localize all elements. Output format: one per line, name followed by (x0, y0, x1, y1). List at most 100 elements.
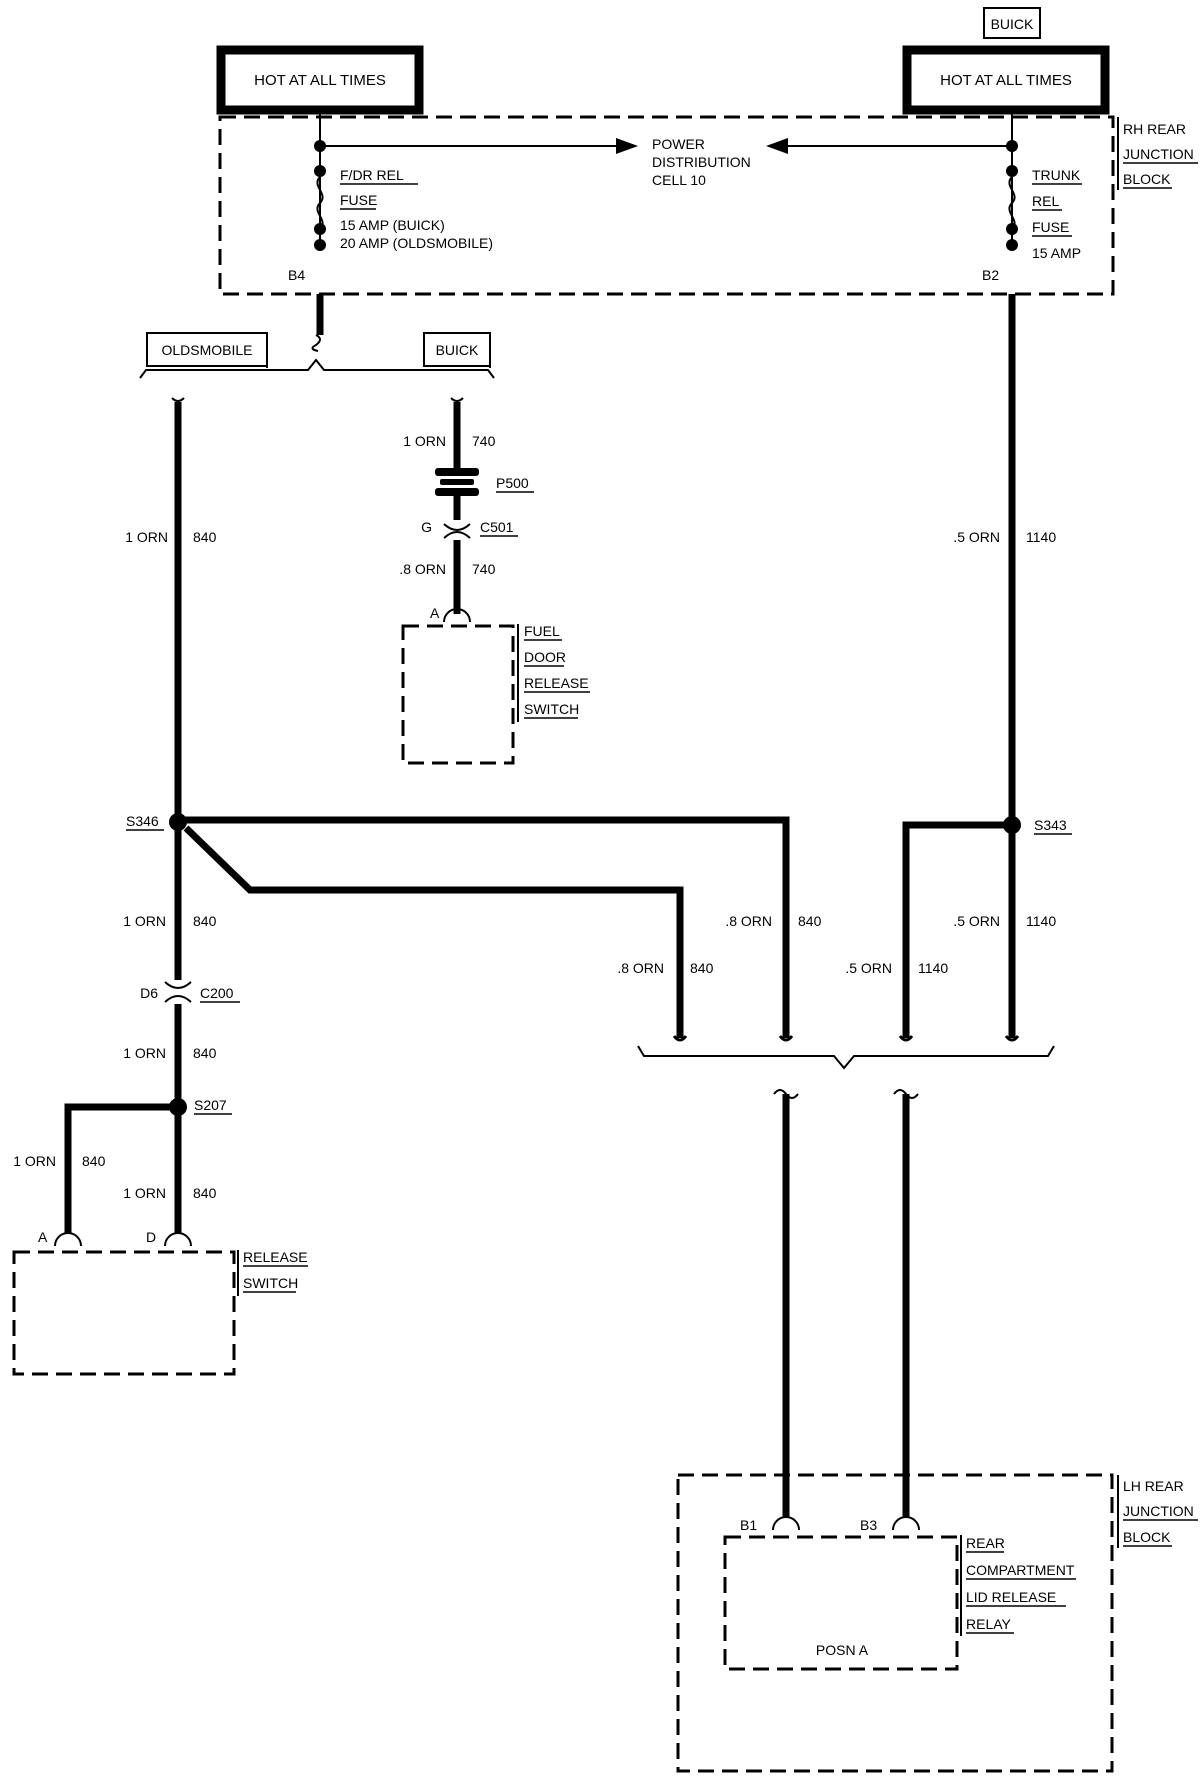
s207-label: S207 (194, 1097, 227, 1113)
w840-b1-gauge: .8 ORN (617, 960, 664, 976)
svg-text:F/DR REL: F/DR REL (340, 167, 404, 183)
w1140-b2-gauge: .5 ORN (953, 913, 1000, 929)
trunk-rel-fuse-label: TRUNK REL FUSE 15 AMP (1032, 167, 1082, 261)
w740-bot-gauge: .8 ORN (399, 561, 446, 577)
svg-text:RELEASE: RELEASE (243, 1249, 308, 1265)
hot-at-all-times-right-box (902, 45, 1110, 115)
trunk-rel-fuse (1006, 140, 1018, 251)
c501-connector (443, 523, 471, 539)
svg-text:REAR: REAR (966, 1535, 1005, 1551)
p500-connector (435, 468, 479, 496)
svg-text:LID RELEASE: LID RELEASE (966, 1589, 1056, 1605)
power-distribution-label: POWER DISTRIBUTION CELL 10 (652, 136, 751, 188)
s346-label: S346 (126, 813, 159, 829)
c501-pin: G (421, 519, 432, 535)
buick-variant-tag-top (983, 7, 1041, 39)
svg-text:REL: REL (1032, 193, 1059, 209)
buick-tag-label: BUICK (436, 342, 479, 358)
lh-rear-junction-block (676, 1473, 1114, 1773)
pin-b4: B4 (288, 267, 305, 283)
w840-b2-num: 840 (798, 913, 822, 929)
variant-brace-bottom (637, 1045, 1055, 1070)
svg-text:JUNCTION: JUNCTION (1123, 1503, 1194, 1519)
release-switch-label: RELEASE SWITCH (237, 1249, 308, 1296)
w840-a-gauge: 1 ORN (13, 1153, 56, 1169)
w740-top-num: 740 (472, 433, 496, 449)
w1140-top-num: 1140 (1026, 529, 1056, 545)
fuel-door-release-switch (401, 624, 515, 765)
fuel-door-switch-label: FUEL DOOR RELEASE SWITCH (517, 623, 590, 722)
pin-b2: B2 (982, 267, 999, 283)
lh-junction-block-label: LH REAR JUNCTION BLOCK (1117, 1475, 1198, 1548)
svg-text:DOOR: DOOR (524, 649, 566, 665)
release-switch (12, 1250, 236, 1376)
release-switch-pin-d: D (146, 1229, 156, 1245)
svg-text:SWITCH: SWITCH (243, 1275, 298, 1291)
c501-label: C501 (480, 519, 514, 535)
rh-rear-junction-block (218, 115, 1115, 296)
svg-text:POWER: POWER (652, 136, 705, 152)
hot-at-all-times-right-label: HOT AT ALL TIMES (940, 72, 1072, 89)
relay-label: REAR COMPARTMENT LID RELEASE RELAY (960, 1535, 1076, 1636)
s343-label: S343 (1034, 817, 1067, 833)
rh-junction-block-label: RH REAR JUNCTION BLOCK (1117, 117, 1198, 190)
hot-at-all-times-left-label: HOT AT ALL TIMES (254, 72, 386, 89)
splice-s346 (169, 813, 187, 831)
relay-pin-b1: B1 (740, 1517, 757, 1533)
svg-text:RELEASE: RELEASE (524, 675, 589, 691)
hot-at-all-times-left-box (216, 45, 424, 115)
w840-b1-num: 840 (690, 960, 714, 976)
svg-text:SWITCH: SWITCH (524, 701, 579, 717)
f-dr-rel-fuse (314, 140, 326, 251)
c200-connector (164, 981, 192, 1003)
w840-mid-gauge: 1 ORN (123, 913, 166, 929)
w840-d-gauge: 1 ORN (123, 1185, 166, 1201)
svg-text:15 AMP: 15 AMP (1032, 245, 1081, 261)
w740-bot-num: 740 (472, 561, 496, 577)
w840-top-num: 840 (193, 529, 217, 545)
svg-text:20 AMP (OLDSMOBILE): 20 AMP (OLDSMOBILE) (340, 235, 493, 251)
svg-text:15 AMP (BUICK): 15 AMP (BUICK) (340, 217, 445, 233)
rear-compartment-lid-release-relay (723, 1535, 959, 1671)
c200-pin: D6 (140, 985, 158, 1001)
svg-text:RELAY: RELAY (966, 1616, 1012, 1632)
splice-s207 (169, 1098, 187, 1116)
f-dr-rel-fuse-label: F/DR REL FUSE 15 AMP (BUICK) 20 AMP (OLD… (340, 167, 493, 251)
relay-position: POSN A (816, 1642, 869, 1658)
svg-text:FUSE: FUSE (1032, 219, 1069, 235)
svg-text:TRUNK: TRUNK (1032, 167, 1081, 183)
relay-pin-b3: B3 (860, 1517, 877, 1533)
w1140-b1-gauge: .5 ORN (845, 960, 892, 976)
buick-variant-tag-top-label: BUICK (991, 16, 1034, 32)
c200-label: C200 (200, 985, 234, 1001)
svg-text:LH REAR: LH REAR (1123, 1478, 1184, 1494)
w740-top-gauge: 1 ORN (403, 433, 446, 449)
w1140-b1-num: 1140 (918, 960, 948, 976)
splice-s343 (1003, 816, 1021, 834)
w1140-top-gauge: .5 ORN (953, 529, 1000, 545)
w840-lower-gauge: 1 ORN (123, 1045, 166, 1061)
power-distribution-arrows (320, 138, 1012, 154)
w1140-b2-num: 1140 (1026, 913, 1056, 929)
w840-lower-num: 840 (193, 1045, 217, 1061)
variant-brace-left (139, 358, 495, 379)
svg-text:FUEL: FUEL (524, 623, 560, 639)
w840-b2-gauge: .8 ORN (725, 913, 772, 929)
svg-text:DISTRIBUTION: DISTRIBUTION (652, 154, 751, 170)
svg-text:RH REAR: RH REAR (1123, 121, 1186, 137)
w840-mid-num: 840 (193, 913, 217, 929)
svg-text:BLOCK: BLOCK (1123, 1529, 1171, 1545)
svg-text:CELL 10: CELL 10 (652, 172, 706, 188)
wire-ends (672, 1035, 1020, 1042)
w840-a-num: 840 (82, 1153, 106, 1169)
release-switch-pin-a: A (38, 1229, 48, 1245)
w840-top-gauge: 1 ORN (125, 529, 168, 545)
svg-text:JUNCTION: JUNCTION (1123, 146, 1194, 162)
svg-text:BLOCK: BLOCK (1123, 171, 1171, 187)
oldsmobile-tag-label: OLDSMOBILE (161, 342, 252, 358)
p500-label: P500 (496, 475, 529, 491)
fuel-door-switch-pin: A (430, 605, 440, 621)
svg-text:FUSE: FUSE (340, 192, 377, 208)
w840-d-num: 840 (193, 1185, 217, 1201)
